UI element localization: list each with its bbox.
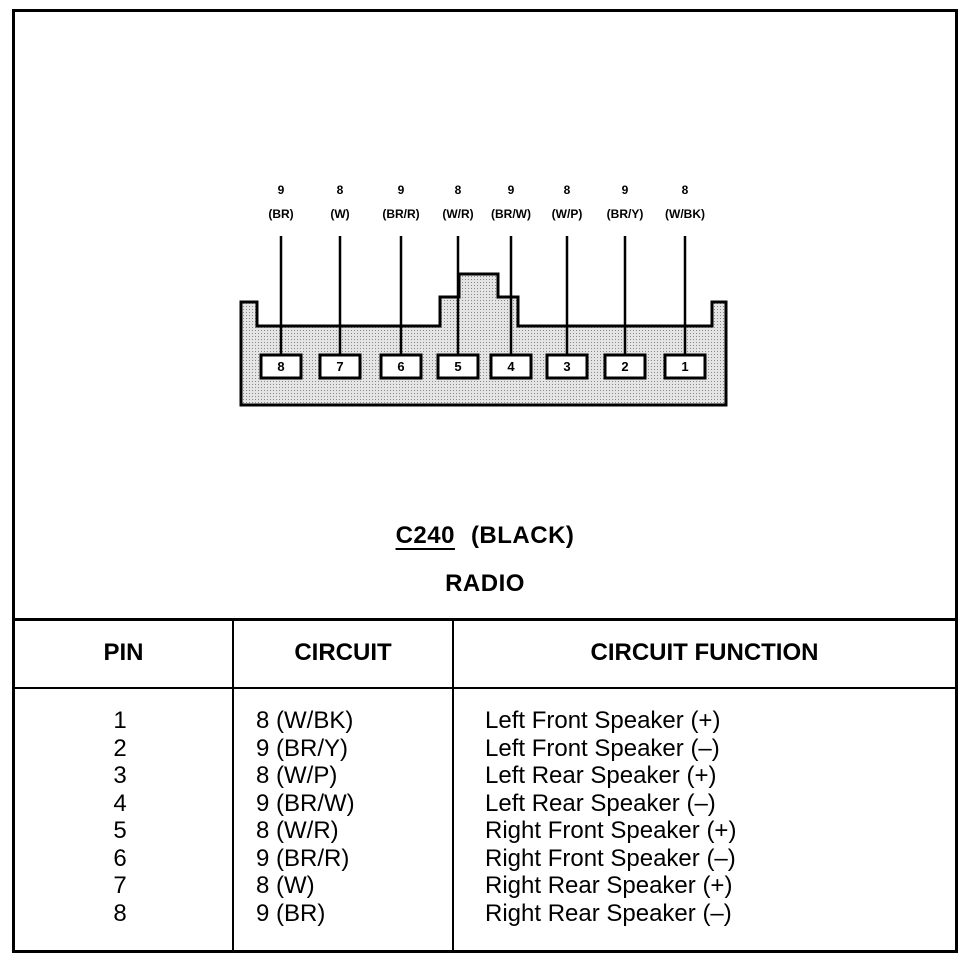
pin-number: 2 — [621, 359, 628, 374]
wire-color-label: (BR/W) — [491, 207, 531, 221]
pin-cell: 5 — [113, 817, 127, 844]
pin-box — [545, 353, 589, 380]
connector-color: (BLACK) — [470, 522, 575, 549]
pin-number: 7 — [336, 359, 343, 374]
pin-number: 6 — [397, 359, 404, 374]
connector-caption: C240 (BLACK) — [15, 522, 955, 550]
column-divider — [452, 621, 454, 950]
wire-circuit-label: 8 — [337, 183, 344, 197]
function-cell: Left Front Speaker (–) — [485, 734, 720, 762]
connector-drawing: 8 7 6 5 4 3 2 1 9 (BR) 8 (W) 9 (BR/R) 8 (W/R) 9 (BR/W) 8 (… — [239, 183, 728, 407]
circuit-cell: 8 (W) — [256, 872, 315, 899]
pin-box — [259, 353, 303, 380]
pin-number: 4 — [507, 359, 515, 374]
wire-circuit-label: 9 — [508, 183, 515, 197]
circuit-cell: 8 (W/R) — [256, 817, 339, 844]
pin-box — [318, 353, 362, 380]
wire-circuit-label: 9 — [398, 183, 405, 197]
circuit-column: 8 (W/BK)9 (BR/Y)8 (W/P)9 (BR/W)8 (W/R)9 … — [256, 707, 446, 927]
pin-box — [436, 353, 480, 380]
pin-cell: 7 — [113, 872, 127, 899]
pin-box — [603, 353, 647, 380]
wire-circuit-label: 9 — [278, 183, 285, 197]
column-divider — [232, 621, 234, 950]
function-cell: Right Front Speaker (+) — [485, 817, 737, 844]
circuit-cell: 9 (BR/Y) — [256, 734, 349, 762]
wire-circuit-label: 8 — [682, 183, 689, 197]
circuit-cell: 9 (BR) — [256, 899, 326, 927]
circuit-cell: 8 (W/BK) — [256, 707, 354, 734]
wire-color-label: (W) — [330, 207, 349, 221]
connector-diagram: 8 7 6 5 4 3 2 1 9 (BR) 8 (W) 9 (BR/R) 8 (W/R) 9 (BR/W) 8 (… — [15, 12, 955, 617]
wire-color-label: (BR) — [268, 207, 293, 221]
pin-cell: 2 — [113, 734, 127, 762]
pin-box — [489, 353, 533, 380]
wire-circuit-label: 8 — [564, 183, 571, 197]
wire-circuit-label: 8 — [455, 183, 462, 197]
pin-cell: 8 — [113, 899, 127, 927]
wire-color-label: (BR/R) — [382, 207, 419, 221]
function-cell: Right Rear Speaker (–) — [485, 899, 732, 927]
connector-id: C240 — [395, 522, 455, 549]
wire-color-label: (W/P) — [552, 207, 583, 221]
header-divider — [15, 687, 955, 689]
connector-housing — [239, 272, 728, 407]
pin-box — [379, 353, 423, 380]
circuit-cell: 9 (BR/W) — [256, 789, 355, 817]
function-cell: Left Rear Speaker (–) — [485, 789, 716, 817]
wire-color-label: (W/R) — [442, 207, 473, 221]
pin-cell: 6 — [113, 844, 127, 872]
function-cell: Right Rear Speaker (+) — [485, 872, 733, 899]
wire-color-label: (BR/Y) — [607, 207, 644, 221]
header-pin: PIN — [103, 639, 144, 666]
wire-color-label: (W/BK) — [665, 207, 705, 221]
circuit-cell: 9 (BR/R) — [256, 844, 350, 872]
function-cell: Left Front Speaker (+) — [485, 707, 721, 734]
function-cell: Right Front Speaker (–) — [485, 844, 736, 872]
labels-layer: 9 (BR) 8 (W) 9 (BR/R) 8 (W/R) 9 (BR/W) 8 (W/P) 9 (BR/… — [268, 183, 705, 221]
header-function: CIRCUIT FUNCTION — [590, 639, 819, 666]
function-column: Left Front Speaker (+)Left Front Speaker… — [485, 707, 945, 927]
pin-number: 3 — [563, 359, 570, 374]
pin-cell: 1 — [113, 707, 127, 734]
header-circuit: CIRCUIT — [294, 639, 392, 666]
pin-cell: 4 — [113, 789, 127, 817]
pins-layer: 8 7 6 5 4 3 2 1 — [259, 353, 707, 380]
function-cell: Left Rear Speaker (+) — [485, 762, 717, 789]
circuit-cell: 8 (W/P) — [256, 762, 338, 789]
wire-circuit-label: 9 — [622, 183, 629, 197]
component-name: RADIO — [445, 570, 525, 597]
pin-number: 8 — [277, 359, 284, 374]
pin-box — [663, 353, 707, 380]
wires-layer — [279, 236, 687, 358]
pin-number: 5 — [454, 359, 461, 374]
pin-cell: 3 — [113, 762, 127, 789]
pin-number: 1 — [681, 359, 688, 374]
